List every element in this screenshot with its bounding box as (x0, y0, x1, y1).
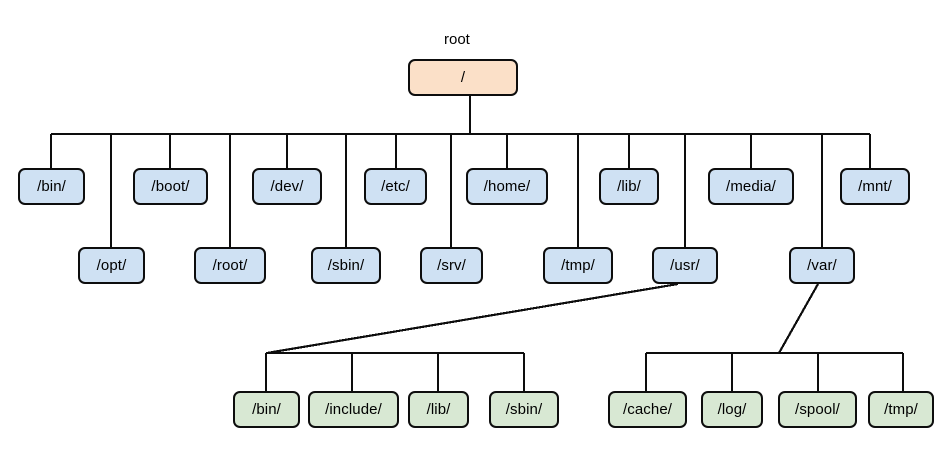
node-usr-child-sbin[interactable]: /sbin/ (489, 391, 559, 428)
node-usr-child-lib[interactable]: /lib/ (408, 391, 469, 428)
node-var-child-tmp[interactable]: /tmp/ (868, 391, 934, 428)
node-dir-var[interactable]: /var/ (789, 247, 855, 284)
edge-usr-diagonal (266, 282, 679, 355)
node-var-child-cache[interactable]: /cache/ (608, 391, 687, 428)
node-var-child-spool[interactable]: /spool/ (778, 391, 857, 428)
node-usr-child-bin[interactable]: /bin/ (233, 391, 300, 428)
node-dir-media[interactable]: /media/ (708, 168, 794, 205)
node-dir-mnt[interactable]: /mnt/ (840, 168, 910, 205)
node-dir-usr[interactable]: /usr/ (652, 247, 718, 284)
node-dir-bin[interactable]: /bin/ (18, 168, 85, 205)
node-dir-root[interactable]: /root/ (194, 247, 266, 284)
node-dir-lib[interactable]: /lib/ (599, 168, 659, 205)
node-dir-tmp[interactable]: /tmp/ (543, 247, 613, 284)
edge-var-diagonal (778, 283, 819, 354)
node-dir-boot[interactable]: /boot/ (133, 168, 208, 205)
node-dir-home[interactable]: /home/ (466, 168, 548, 205)
node-dir-etc[interactable]: /etc/ (364, 168, 427, 205)
node-usr-child-include[interactable]: /include/ (308, 391, 399, 428)
node-dir-srv[interactable]: /srv/ (420, 247, 483, 284)
node-dir-opt[interactable]: /opt/ (78, 247, 145, 284)
node-var-child-log[interactable]: /log/ (701, 391, 763, 428)
root-caption: root (444, 31, 470, 48)
node-dir-sbin[interactable]: /sbin/ (311, 247, 381, 284)
node-dir-dev[interactable]: /dev/ (252, 168, 322, 205)
node-root[interactable]: / (408, 59, 518, 96)
